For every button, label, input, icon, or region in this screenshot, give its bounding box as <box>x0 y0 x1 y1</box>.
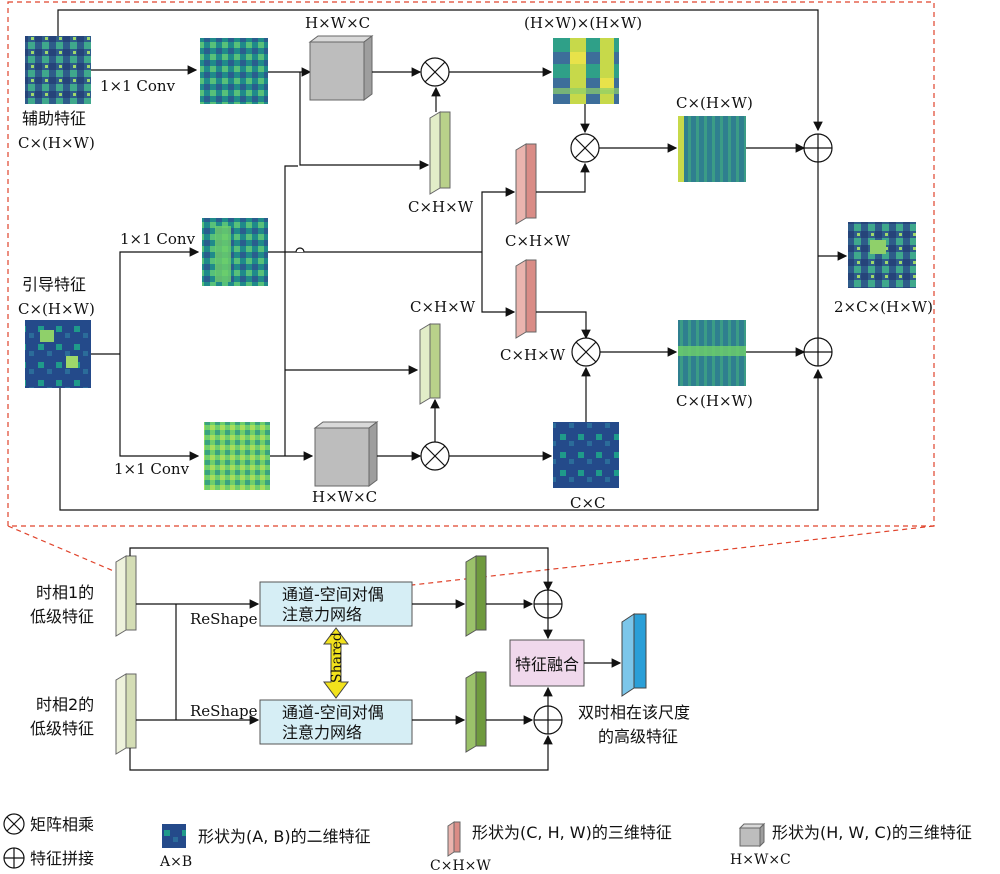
matmul-op-1 <box>420 57 450 87</box>
attn1-line1: 通道-空间对偶 <box>282 585 384 604</box>
shared-label: Shared <box>329 632 345 683</box>
reshape1-label: ReShape <box>190 610 258 628</box>
aux-feature-name: 辅助特征 <box>22 109 86 128</box>
phase1-label-2: 低级特征 <box>30 607 94 626</box>
concat-op-phase2 <box>533 705 563 735</box>
conv-top-label: 1×1 Conv <box>100 77 176 95</box>
hwc-top-label: H×W×C <box>305 14 370 32</box>
phase2-label-1: 时相2的 <box>36 695 94 714</box>
reshape2-label: ReShape <box>190 702 258 720</box>
hw-hw-map <box>553 38 619 104</box>
hwc-bottom-label: H×W×C <box>312 488 377 506</box>
legend-2d-icon <box>162 824 186 848</box>
legend: 矩阵相乘 特征拼接 形状为(A, B)的二维特征 A×B 形状为(C, H, W… <box>3 813 972 874</box>
feature-fusion-box <box>509 639 585 687</box>
matmul-op-4 <box>571 337 601 367</box>
green-block-mid <box>419 323 441 405</box>
legend-concat-icon <box>3 847 25 869</box>
chw-pink-bottom-label: C×H×W <box>500 346 566 364</box>
aux-feature-map <box>25 36 91 104</box>
guide-feature-shape: C×(H×W) <box>18 300 95 318</box>
concat-op-top <box>803 133 833 163</box>
phase2-feature-block <box>115 673 137 755</box>
phase1-feature-block <box>115 555 137 637</box>
concat-op-bottom <box>803 337 833 367</box>
c-hw-bottom-label: C×(H×W) <box>676 392 753 410</box>
matmul-op-3 <box>420 441 450 471</box>
chw-green-mid-label: C×H×W <box>410 298 476 316</box>
hw-hw-label: (H×W)×(H×W) <box>524 14 642 32</box>
attention-network-1 <box>259 581 413 627</box>
output-block-1 <box>465 555 487 637</box>
concat-op-phase1 <box>533 589 563 619</box>
pink-block-bottom <box>515 259 537 339</box>
zoom-frame <box>7 1 935 527</box>
attn2-line1: 通道-空间对偶 <box>282 703 384 722</box>
pink-block-top <box>515 143 537 225</box>
high-level-feature-block <box>621 613 647 697</box>
cxc-label: C×C <box>570 494 606 512</box>
legend-chw-icon <box>447 821 461 857</box>
conv-bottom-map <box>204 422 270 490</box>
conv-mid-map <box>202 218 268 286</box>
attention-network-2 <box>259 699 413 745</box>
legend-hwc-icon <box>738 822 766 848</box>
legend-2d-shape: A×B <box>159 854 192 870</box>
legend-hwc-label: 形状为(H, W, C)的三维特征 <box>772 823 972 842</box>
aux-feature-shape: C×(H×W) <box>18 134 95 152</box>
legend-matmul-icon <box>3 813 25 835</box>
fusion-label: 特征融合 <box>515 655 579 674</box>
c-hw-top-label: C×(H×W) <box>676 94 753 112</box>
output-shape-label: 2×C×(H×W) <box>834 298 933 316</box>
legend-matmul-label: 矩阵相乘 <box>30 815 94 834</box>
hwc-block-top <box>309 41 365 101</box>
output-label-2: 的高级特征 <box>598 727 678 746</box>
cxc-map <box>553 422 619 488</box>
legend-chw-label: 形状为(C, H, W)的三维特征 <box>472 823 672 842</box>
guide-feature-map <box>25 320 91 388</box>
conv-mid-label: 1×1 Conv <box>120 230 196 248</box>
guide-feature-name: 引导特征 <box>22 275 86 294</box>
output-label-1: 双时相在该尺度 <box>578 703 690 722</box>
green-block-top <box>429 111 451 195</box>
phase1-label-1: 时相1的 <box>36 583 94 602</box>
c-hw-top-map <box>678 116 746 182</box>
conv-top-map <box>200 38 268 104</box>
legend-hwc-shape: H×W×C <box>730 852 791 868</box>
phase2-label-2: 低级特征 <box>30 719 94 738</box>
legend-concat-label: 特征拼接 <box>30 849 94 868</box>
conv-bottom-label: 1×1 Conv <box>114 460 190 478</box>
attn1-line2: 注意力网络 <box>282 605 362 624</box>
legend-2d-label: 形状为(A, B)的二维特征 <box>198 827 371 846</box>
hwc-block-bottom <box>314 427 370 487</box>
matmul-op-2 <box>570 133 600 163</box>
attn2-line2: 注意力网络 <box>282 723 362 742</box>
chw-pink-top-label: C×H×W <box>505 232 571 250</box>
shared-arrow: Shared <box>323 627 349 699</box>
output-block-2 <box>465 671 487 753</box>
chw-green-top-label: C×H×W <box>408 198 474 216</box>
output-feature-map <box>848 222 916 288</box>
legend-chw-shape: C×H×W <box>430 858 491 874</box>
